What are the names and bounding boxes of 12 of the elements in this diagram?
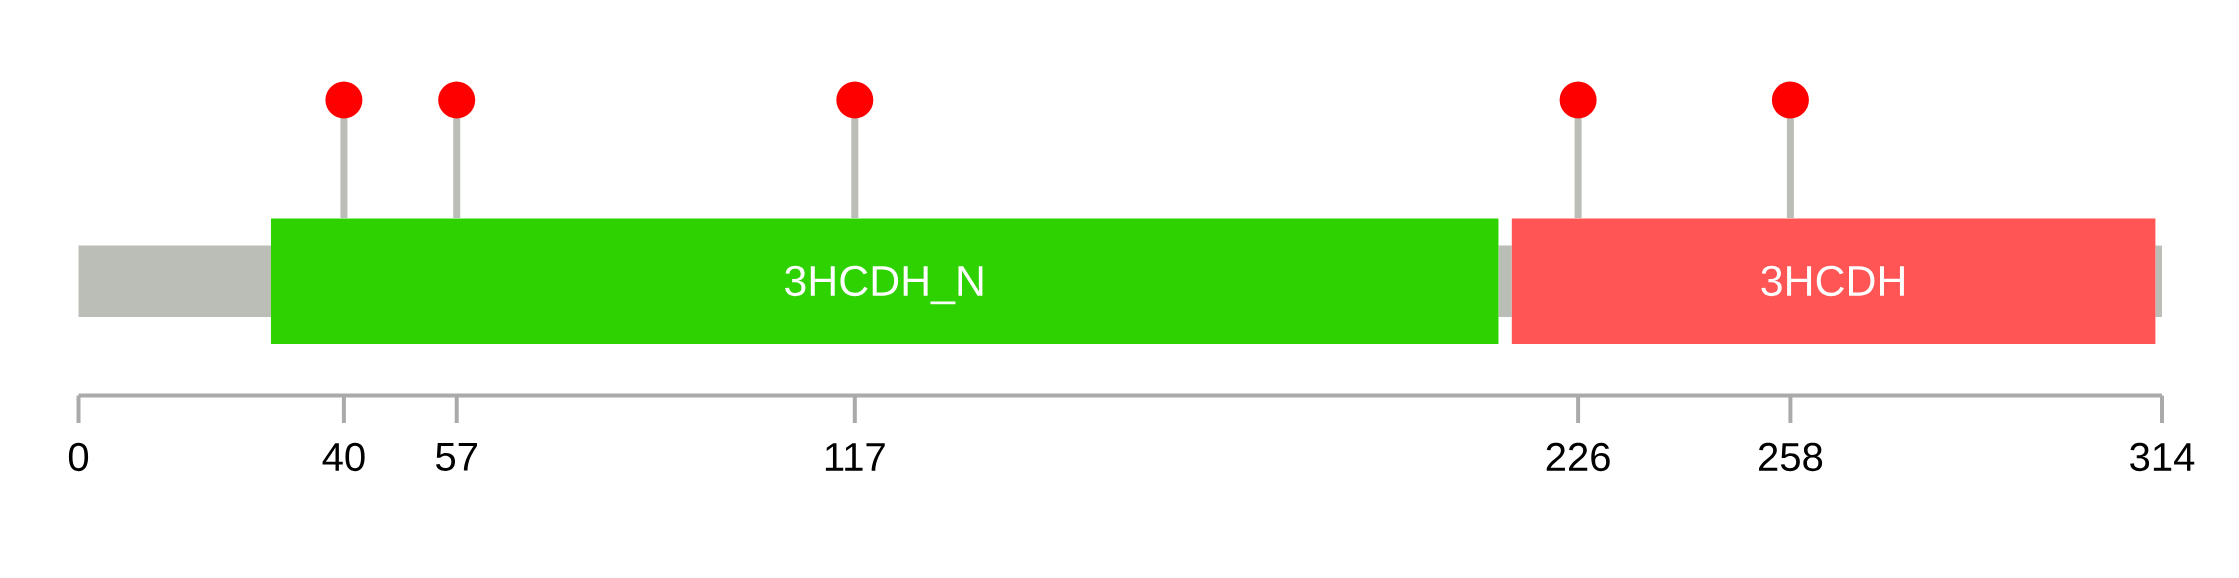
tick-label: 117 <box>825 443 885 471</box>
domain-box: 3HCDH <box>1511 218 2156 344</box>
tick-label: 0 <box>68 442 89 472</box>
backbone-bar <box>78 245 271 317</box>
backbone-bar <box>1498 245 1512 317</box>
tick-label: 258 <box>1759 442 1823 472</box>
tick-label: 40 <box>322 442 365 472</box>
domain-box: 3HCDH_N <box>270 218 1499 344</box>
backbone-bar <box>2155 245 2162 317</box>
tick-label: 314 <box>2130 442 2195 472</box>
tick-label: 57 <box>436 443 477 471</box>
tick-label: 226 <box>1546 442 1610 472</box>
